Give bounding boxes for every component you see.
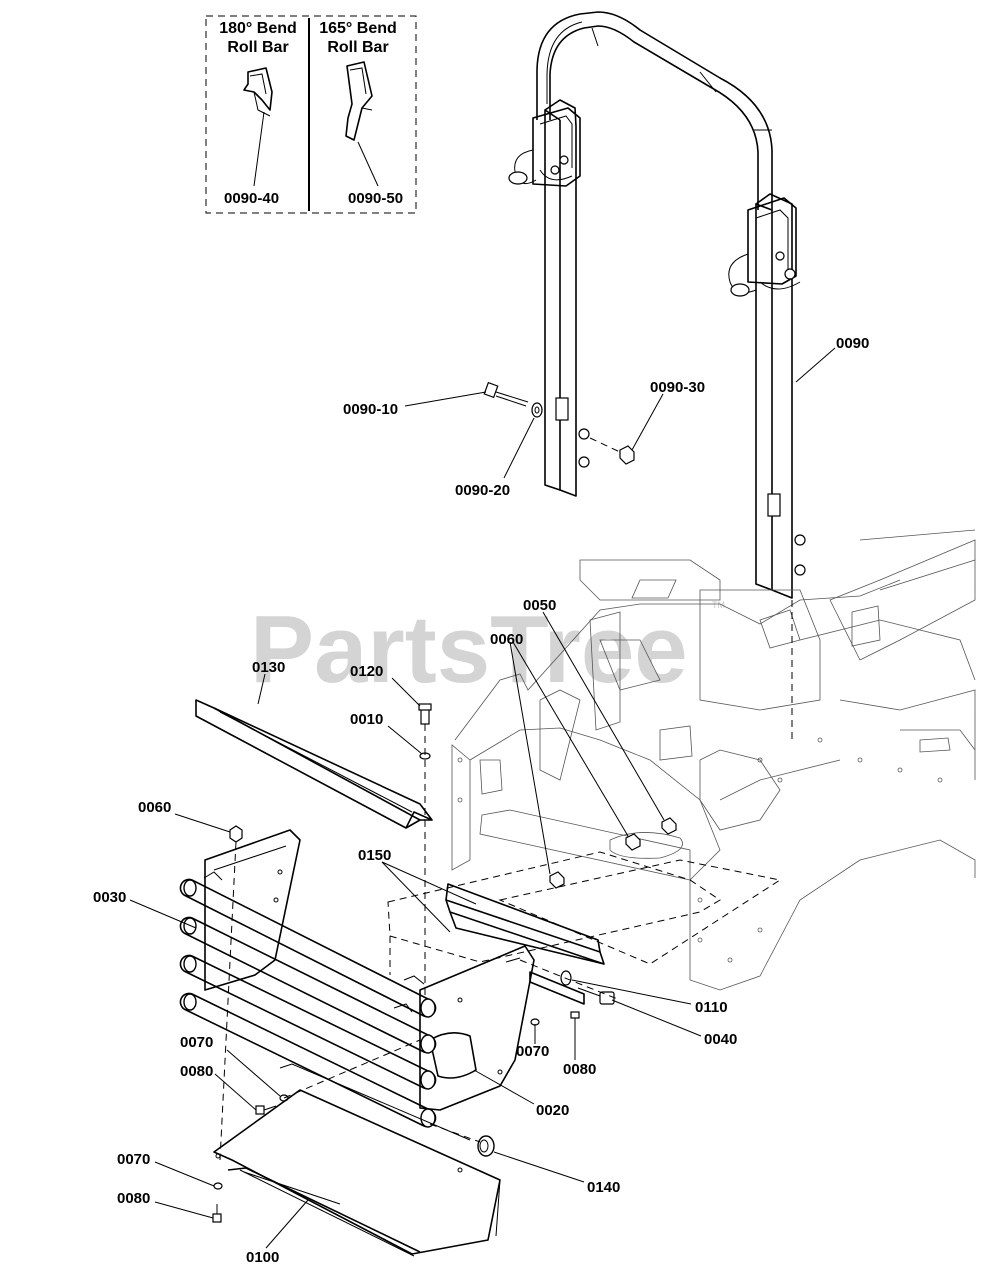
callout-0080-bottom: 0080: [117, 1190, 150, 1207]
bolt-0120-drawing: [418, 703, 432, 725]
callout-0070-right: 0070: [516, 1043, 549, 1060]
leader-lines: [129, 347, 836, 1249]
callout-0050: 0050: [523, 597, 556, 614]
screw-0080-bottom-drawing: [212, 1204, 222, 1223]
callout-0140: 0140: [587, 1179, 620, 1196]
install-outline-2: [498, 859, 782, 965]
nut-0050-drawing: [661, 817, 677, 835]
callout-0030: 0030: [93, 889, 126, 906]
nut-0060-left-drawing: [229, 825, 243, 843]
install-outline-1: [387, 851, 721, 963]
callout-0150: 0150: [358, 847, 391, 864]
callout-0020: 0020: [536, 1102, 569, 1119]
watermark: PartsTree: [250, 596, 688, 703]
callout-0060-top: 0060: [490, 631, 523, 648]
part-0130-drawing: [195, 699, 433, 829]
nut-0060-a-drawing: [625, 833, 641, 851]
bolt-0040-drawing: [577, 987, 615, 1005]
callout-0080-left: 0080: [180, 1063, 213, 1080]
clip-180-bend-drawing: [243, 67, 273, 117]
clip-165-bend-drawing: [345, 61, 373, 141]
callout-0070-left: 0070: [180, 1034, 213, 1051]
nut-0090-30-drawing: [619, 445, 635, 465]
plug-0140-drawing: [477, 1135, 495, 1157]
washer-0070-bottom-drawing: [213, 1182, 223, 1190]
inset-right-title-1: 165° Bend: [319, 20, 397, 37]
inset-left-title-1: 180° Bend: [219, 20, 297, 37]
callout-0130: 0130: [252, 659, 285, 676]
inset-left-title-2: Roll Bar: [227, 39, 288, 56]
chassis-frame-drawing: [451, 529, 976, 991]
callout-0080-right: 0080: [563, 1061, 596, 1078]
part-0150-drawing: [445, 883, 605, 965]
callout-0090-20: 0090-20: [455, 482, 510, 499]
inset-right-part-label: 0090-50: [348, 190, 403, 207]
screw-0080-right-drawing: [570, 1011, 580, 1030]
part-0100-drawing: [213, 1063, 501, 1257]
callout-0110: 0110: [695, 999, 728, 1016]
inset-box: 180° Bend Roll Bar 165° Bend Roll Bar 00…: [205, 15, 417, 214]
bolt-0090-10-drawing: [483, 381, 529, 407]
part-0030-bumper-drawing: [179, 829, 535, 1128]
callout-0090: 0090: [836, 335, 869, 352]
callout-0090-10: 0090-10: [343, 401, 398, 418]
callout-0100: 0100: [246, 1249, 279, 1266]
callout-0090-30: 0090-30: [650, 379, 705, 396]
callout-0120: 0120: [350, 663, 383, 680]
callout-0060-left: 0060: [138, 799, 171, 816]
roll-bar-drawing: [508, 11, 806, 599]
callout-0070-bottom: 0070: [117, 1151, 150, 1168]
callout-0040: 0040: [704, 1031, 737, 1048]
inset-right-title-2: Roll Bar: [327, 39, 388, 56]
watermark-tm: TM: [712, 600, 725, 610]
inset-left-part-label: 0090-40: [224, 190, 279, 207]
nut-0060-b-drawing: [549, 871, 565, 889]
washer-0090-20-drawing: [531, 402, 543, 418]
callout-0010: 0010: [350, 711, 383, 728]
